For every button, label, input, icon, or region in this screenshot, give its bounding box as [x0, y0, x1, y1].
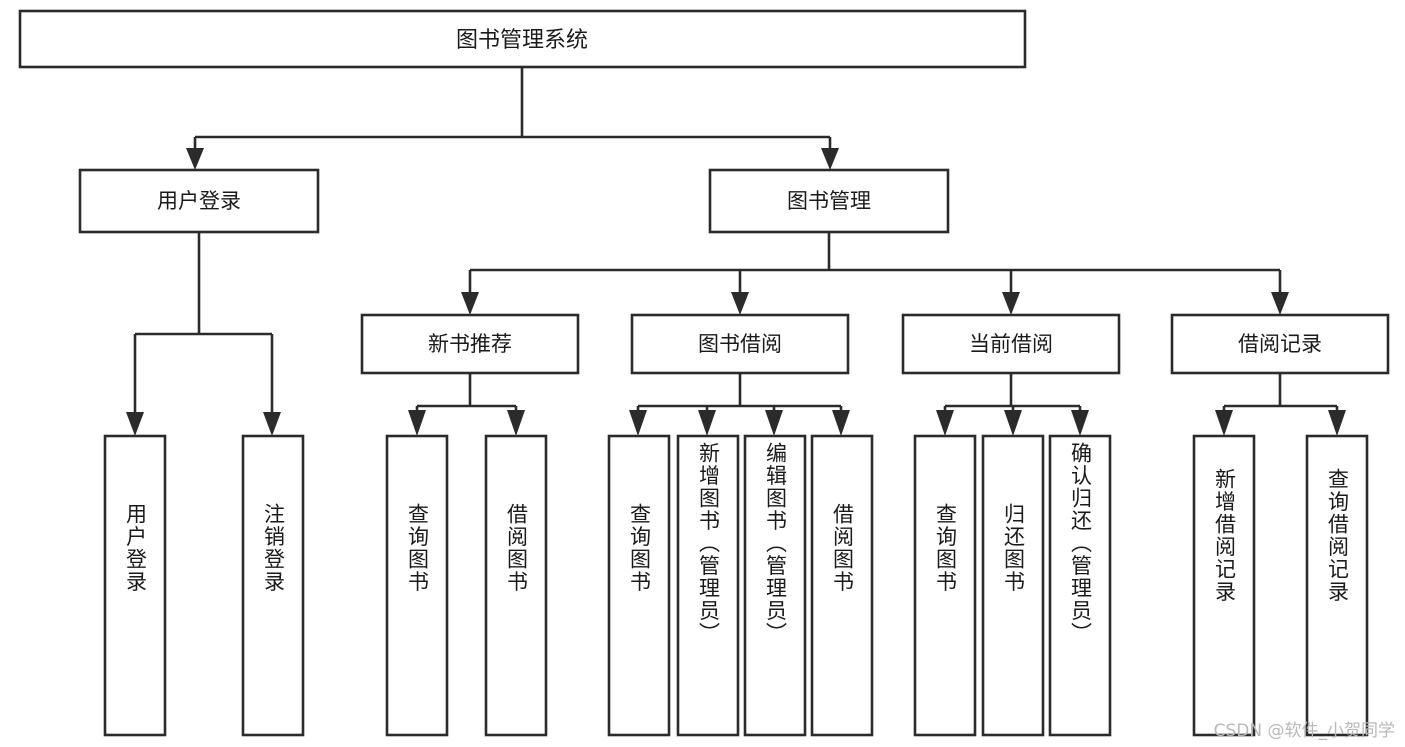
node-leaf-query-book-2-box[interactable]	[607, 434, 671, 737]
leaf-layer	[103, 434, 1369, 737]
arrow-head-borrow-record	[1271, 292, 1289, 315]
node-book-manage-label: 图书管理	[787, 189, 871, 213]
node-book-borrow[interactable]: 图书借阅	[630, 313, 850, 375]
node-leaf-query-book-1-box[interactable]	[385, 434, 449, 737]
arrow-head-leaf-borrow-book-2	[832, 410, 850, 436]
arrow-head-leaf-query-book-1	[408, 410, 426, 436]
arrow-head-leaf-query-book-3	[936, 410, 954, 436]
node-leaf-user-login-box[interactable]	[103, 434, 167, 737]
node-borrow-record[interactable]: 借阅记录	[1170, 313, 1390, 375]
node-root[interactable]: 图书管理系统	[18, 9, 1027, 69]
connector-layer	[126, 67, 1346, 436]
node-leaf-logout-box[interactable]	[241, 434, 305, 737]
arrow-head-leaf-add-book	[698, 410, 716, 436]
node-root-box[interactable]	[18, 9, 1027, 69]
node-leaf-add-record-box[interactable]	[1192, 434, 1256, 737]
node-new-book-rec-box[interactable]	[360, 313, 580, 375]
arrow-head-leaf-edit-book	[765, 410, 783, 436]
node-leaf-query-record-box[interactable]	[1305, 434, 1369, 737]
arrow-head-leaf-user-login	[126, 412, 144, 436]
arrow-head-leaf-query-book-2	[629, 410, 647, 436]
node-borrow-record-label: 借阅记录	[1238, 332, 1322, 356]
node-current-borrow[interactable]: 当前借阅	[901, 313, 1121, 375]
node-root-label: 图书管理系统	[456, 28, 588, 53]
node-leaf-return-book-box[interactable]	[981, 434, 1045, 737]
arrow-head-book-manage	[821, 148, 839, 170]
node-book-borrow-label: 图书借阅	[698, 332, 782, 356]
node-user-login-box[interactable]	[78, 168, 320, 234]
arrow-head-leaf-borrow-book-1	[507, 410, 525, 436]
node-current-borrow-label: 当前借阅	[969, 332, 1053, 356]
node-borrow-record-box[interactable]	[1170, 313, 1390, 375]
node-leaf-borrow-book-1-box[interactable]	[484, 434, 548, 737]
csdn-watermark: CSDN @软件_小贺同学	[1213, 721, 1395, 741]
arrow-head-leaf-logout	[263, 412, 281, 436]
node-user-login[interactable]: 用户登录	[78, 168, 320, 234]
node-book-manage-box[interactable]	[708, 168, 950, 234]
node-leaf-confirm-return-box[interactable]	[1048, 434, 1112, 737]
arrow-head-leaf-query-record	[1328, 410, 1346, 436]
arrow-head-book-borrow	[731, 292, 749, 315]
node-new-book-rec[interactable]: 新书推荐	[360, 313, 580, 375]
node-new-book-rec-label: 新书推荐	[428, 332, 512, 356]
node-leaf-edit-book-box[interactable]	[743, 434, 807, 737]
node-leaf-borrow-book-2-box[interactable]	[810, 434, 874, 737]
arrow-head-new-book-rec	[461, 292, 479, 315]
node-leaf-query-book-3-box[interactable]	[913, 434, 977, 737]
arrow-head-current-borrow	[1002, 292, 1020, 315]
node-book-borrow-box[interactable]	[630, 313, 850, 375]
arrow-head-leaf-return-book	[1004, 410, 1022, 436]
arrow-head-user-login	[186, 148, 204, 170]
node-current-borrow-box[interactable]	[901, 313, 1121, 375]
node-user-login-label: 用户登录	[157, 189, 241, 213]
arrow-head-leaf-add-record	[1215, 410, 1233, 436]
node-book-manage[interactable]: 图书管理	[708, 168, 950, 234]
arrow-head-leaf-confirm-return	[1071, 410, 1089, 436]
node-leaf-add-book-box[interactable]	[676, 434, 740, 737]
